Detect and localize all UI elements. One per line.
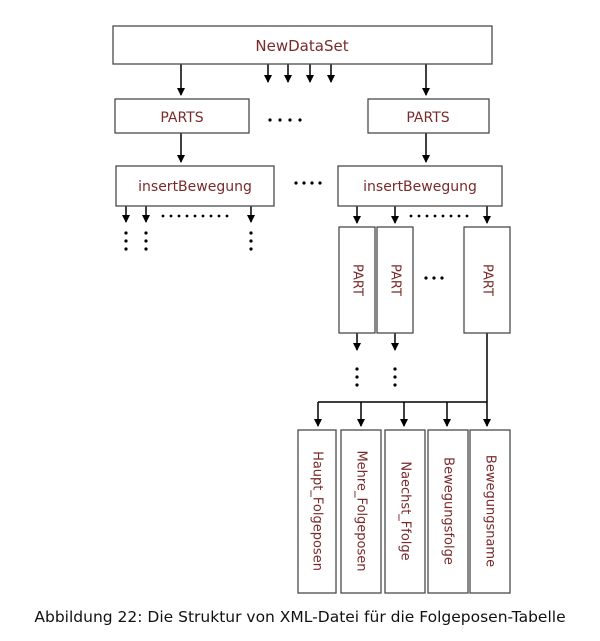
field-mehre-folgeposen-label: Mehre_Folgeposen bbox=[354, 450, 369, 571]
node-parts-right-label: PARTS bbox=[406, 110, 449, 126]
ellipsis-dots bbox=[124, 118, 469, 387]
node-parts-right: PARTS bbox=[367, 98, 490, 134]
node-part-3-label: PART bbox=[480, 264, 495, 296]
node-insert-left: insertBewegung bbox=[115, 165, 275, 207]
node-part-3: PART bbox=[463, 226, 511, 334]
field-bewegungsfolge: Bewegungsfolge bbox=[427, 429, 469, 594]
field-bewegungsname-label: Bewegungsname bbox=[483, 455, 498, 567]
node-insert-left-label: insertBewegung bbox=[138, 179, 252, 195]
connectors bbox=[122, 64, 491, 427]
field-naechst-ffolge: Naechst_Ffolge bbox=[384, 429, 426, 594]
field-bewegungsname: Bewegungsname bbox=[469, 429, 511, 594]
figure-caption: Abbildung 22: Die Struktur von XML-Datei… bbox=[34, 608, 566, 626]
node-newdataset-label: NewDataSet bbox=[255, 37, 348, 55]
field-bewegungsfolge-label: Bewegungsfolge bbox=[441, 457, 456, 565]
node-part-1-label: PART bbox=[350, 264, 365, 296]
field-haupt-folgeposen: Haupt_Folgeposen bbox=[297, 429, 337, 594]
field-mehre-folgeposen: Mehre_Folgeposen bbox=[340, 429, 382, 594]
field-naechst-ffolge-label: Naechst_Ffolge bbox=[398, 461, 413, 560]
node-newdataset: NewDataSet bbox=[112, 25, 493, 65]
node-parts-left: PARTS bbox=[114, 98, 250, 134]
node-parts-left-label: PARTS bbox=[160, 110, 203, 126]
node-part-2: PART bbox=[376, 226, 414, 334]
node-insert-right-label: insertBewegung bbox=[363, 179, 477, 195]
node-part-2-label: PART bbox=[388, 264, 403, 296]
node-part-1: PART bbox=[338, 226, 376, 334]
node-insert-right: insertBewegung bbox=[337, 165, 503, 207]
field-haupt-folgeposen-label: Haupt_Folgeposen bbox=[310, 451, 325, 571]
